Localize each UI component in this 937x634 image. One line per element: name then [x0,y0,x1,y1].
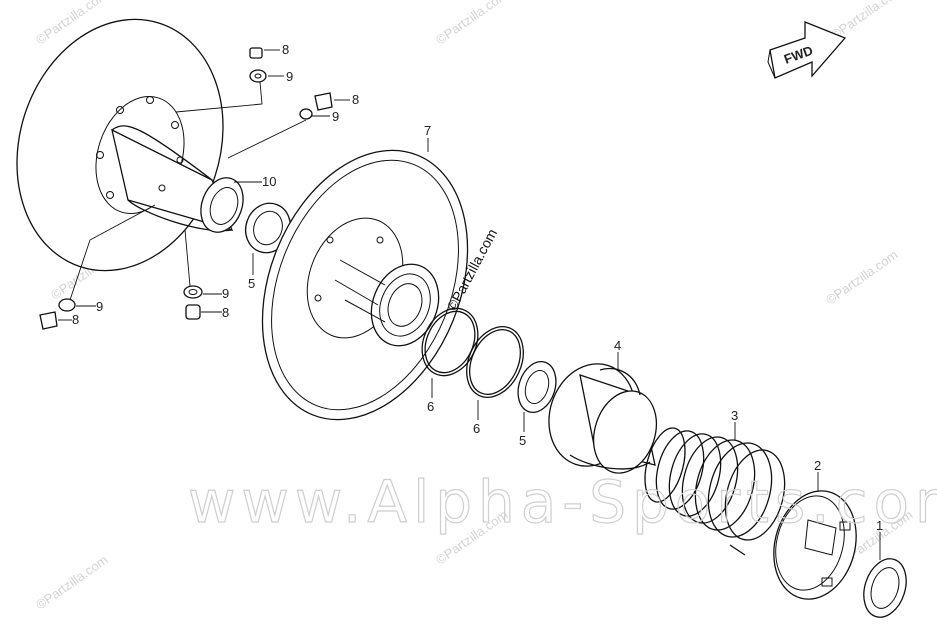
callout-4: 4 [614,338,621,353]
callout-6: 6 [427,399,434,414]
washer-part-9 [183,285,203,299]
washer-part-9 [249,69,267,83]
pin-part-8 [185,304,201,320]
spring-part-3 [644,427,786,556]
callout-6: 6 [473,421,480,436]
watermark-text: ©Partzilla.com [433,0,510,47]
oil-seal-part-5-middle [517,361,557,413]
movable-sheave-part-7 [261,149,469,421]
forward-direction-arrow: FWD [767,21,847,79]
callout-labels: 8 9 8 9 10 5 7 9 8 9 8 6 6 5 4 3 2 1 [72,42,883,533]
watermark-text: ©Partzilla.com [823,247,900,307]
callout-3: 3 [731,408,738,423]
fixed-sheave-part-10 [16,18,244,272]
callout-8: 8 [352,92,359,107]
pin-part-8 [314,92,333,111]
leader-lines [58,49,881,560]
watermark-text: ©Partzilla.com [33,552,110,612]
callout-10: 10 [262,174,276,189]
callout-1: 1 [876,518,883,533]
watermark-big-text: www.Alpha-Sports.com [188,468,937,536]
pin-part-8 [39,311,58,330]
collar-part-4 [548,363,657,474]
callout-9: 9 [222,286,229,301]
callout-9: 9 [286,69,293,84]
callout-8: 8 [222,305,229,320]
callout-9: 9 [96,299,103,314]
fasteners-lower [39,285,203,330]
washer-part-9 [299,108,313,120]
nut-part-1 [863,558,907,618]
callout-8: 8 [72,312,79,327]
o-ring-part-6-right [466,326,524,398]
washer-part-9 [58,298,76,312]
callout-2: 2 [814,458,821,473]
callout-5: 5 [248,276,255,291]
pin-part-8 [249,47,263,59]
callout-8: 8 [282,42,289,57]
callout-7: 7 [424,123,431,138]
callout-9: 9 [332,109,339,124]
retainer-plate-part-2 [773,490,857,600]
callout-5: 5 [519,433,526,448]
fasteners-upper [249,47,333,120]
